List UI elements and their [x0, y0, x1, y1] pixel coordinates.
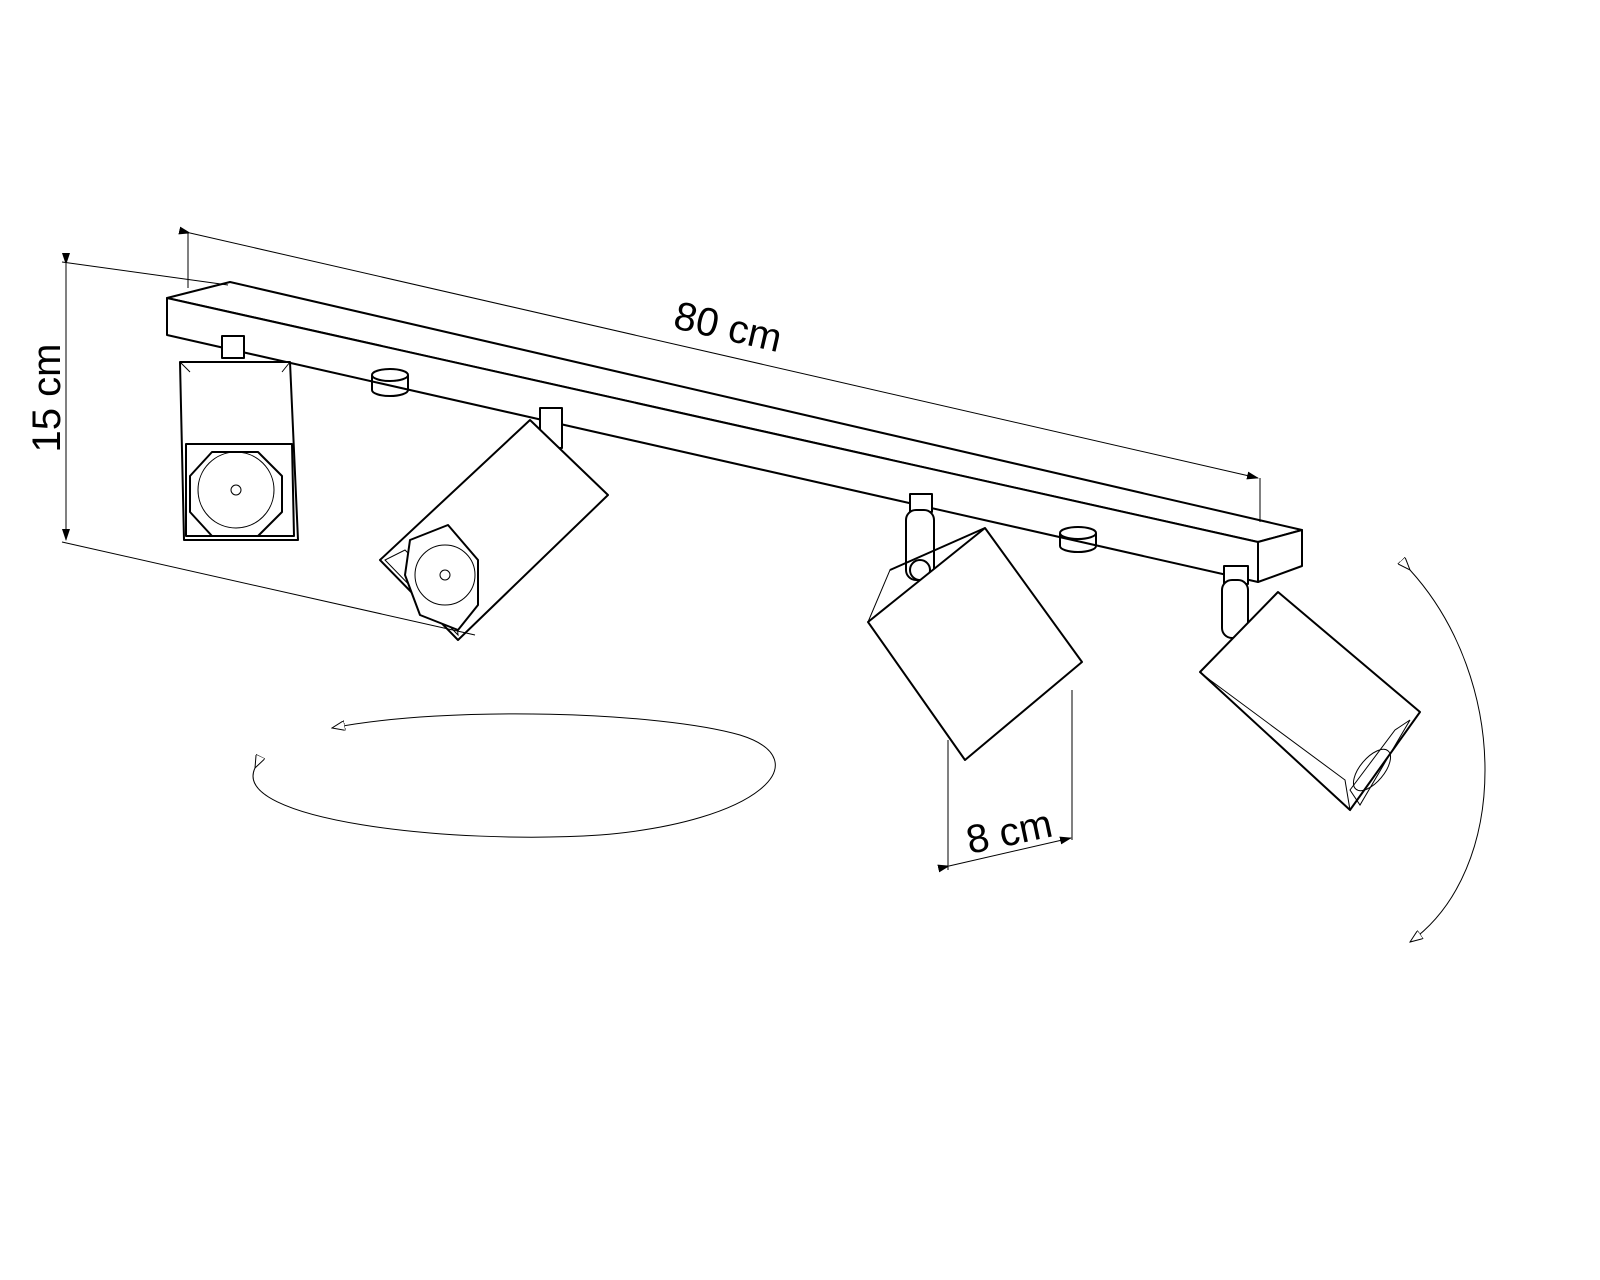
height-dimension: 15 cm: [25, 253, 476, 636]
length-label: 80 cm: [670, 294, 786, 361]
spot-width-label: 8 cm: [962, 802, 1056, 863]
spotlight-2: [379, 407, 609, 641]
spotlight-4: [1199, 565, 1421, 812]
height-label: 15 cm: [25, 344, 69, 453]
spotlight-3: [867, 493, 1083, 761]
tilt-rotation-arrow: [1410, 570, 1486, 942]
horizontal-rotation-arrow: [252, 713, 776, 838]
spotlight-1: [179, 335, 299, 541]
